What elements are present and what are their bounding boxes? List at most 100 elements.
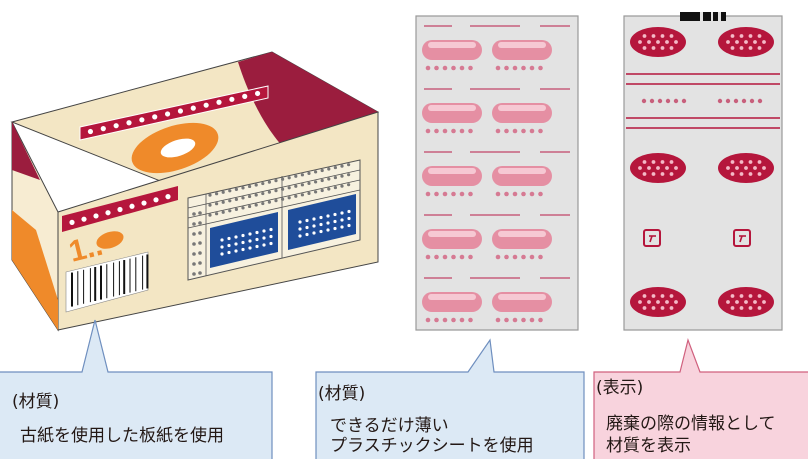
oval-dot — [730, 172, 735, 176]
blister-dot — [521, 128, 526, 134]
backing-dot — [725, 98, 731, 104]
oval-dot — [753, 40, 757, 44]
table-dot — [307, 181, 311, 185]
panel-dot — [248, 246, 252, 250]
panel-dot — [305, 218, 309, 223]
table-dot — [254, 203, 258, 207]
blister-callout-body-line1: できるだけ薄い — [330, 416, 449, 436]
table-dot — [208, 213, 212, 217]
blister-dot — [495, 191, 501, 197]
oval-dot — [744, 300, 748, 304]
panel-dot — [326, 214, 330, 218]
oval-dot — [757, 34, 762, 38]
table-dot — [347, 163, 351, 167]
strip-dot — [126, 120, 132, 126]
table-dot — [300, 193, 304, 197]
panel-dot — [319, 222, 323, 227]
backing-dot — [749, 98, 755, 104]
recycle-mark-stroke — [739, 235, 743, 243]
oval-dot — [753, 166, 757, 170]
blister-dot — [459, 317, 465, 323]
panel-dot — [220, 252, 224, 256]
panel-dot — [241, 233, 245, 238]
oval-dot — [651, 294, 656, 298]
blister-dot — [459, 191, 465, 197]
strip-dot — [113, 123, 119, 129]
strip-dot — [87, 128, 94, 135]
panel-dot — [312, 224, 316, 228]
recycle-mark-icon — [643, 229, 661, 247]
blister-dot — [434, 128, 439, 134]
blister-dot — [451, 254, 456, 260]
box-callout-body: 古紙を使用した板紙を使用 — [20, 426, 224, 446]
blister-dot — [442, 317, 448, 323]
backing-dot — [681, 98, 687, 104]
callout-backing-label — [593, 337, 808, 459]
panel-dot — [227, 236, 231, 241]
box-brand-mark: 1.. — [66, 229, 106, 269]
oval-dot — [665, 40, 669, 44]
oval-dot — [642, 160, 647, 164]
oval-dot — [665, 300, 669, 304]
strip-dot — [152, 114, 158, 120]
oval-dot — [735, 166, 739, 170]
strip-dot — [254, 90, 261, 97]
oval-dot — [669, 172, 674, 176]
backing-dot — [641, 98, 647, 104]
panel-dot — [262, 243, 266, 247]
panel-dot — [248, 239, 252, 243]
oval-dot — [748, 46, 753, 50]
callout-blister-material — [315, 338, 585, 459]
panel-dot — [269, 234, 273, 239]
table-dot — [274, 179, 278, 183]
oval-dot — [674, 166, 678, 170]
oval-dot — [730, 46, 735, 50]
package-box: 1.. — [10, 51, 380, 332]
panel-dot — [234, 242, 238, 246]
strip-dot — [216, 99, 222, 105]
oval-dot — [748, 172, 753, 176]
panel-dot — [241, 240, 245, 245]
capsule-highlight — [428, 168, 476, 174]
oval-dot — [730, 306, 735, 310]
oval-dot — [660, 46, 665, 50]
blister-dot — [495, 65, 501, 71]
table-dot — [234, 197, 238, 201]
blister-dot — [434, 254, 439, 260]
blister-dot — [504, 65, 509, 71]
blister-dot — [451, 128, 456, 134]
oval-dot — [739, 46, 744, 50]
oval-dot — [748, 160, 753, 164]
table-dot — [287, 196, 291, 200]
oval-dot — [656, 40, 660, 44]
oval-dot — [642, 306, 647, 310]
oval-dot — [642, 294, 647, 298]
capsule-highlight — [428, 105, 476, 111]
oval-dot — [638, 166, 642, 170]
table-dot — [294, 174, 298, 178]
capsule-highlight — [428, 294, 476, 300]
strip-dot — [164, 111, 171, 117]
table-dot — [327, 177, 331, 181]
oval-dot — [739, 172, 744, 176]
table-dot — [320, 178, 324, 183]
table-dot — [234, 207, 238, 211]
panel-dot — [298, 234, 302, 238]
blister-dot — [425, 191, 431, 197]
oval-dot — [651, 46, 656, 50]
oval-dot — [735, 300, 739, 304]
table-dot — [340, 174, 344, 178]
panel-dot — [305, 232, 309, 237]
table-dot — [234, 187, 238, 191]
blister-dot — [425, 65, 431, 71]
blister-dot — [529, 65, 535, 71]
box-blue-panel-right — [288, 194, 356, 250]
capsule-highlight — [428, 231, 476, 237]
oval-dot — [660, 172, 665, 176]
panel-dot — [340, 218, 344, 222]
table-dot — [287, 186, 291, 190]
table-dot — [198, 261, 202, 265]
box-top-pill — [160, 138, 196, 158]
table-dot — [314, 190, 318, 194]
strip-dot — [141, 200, 147, 206]
